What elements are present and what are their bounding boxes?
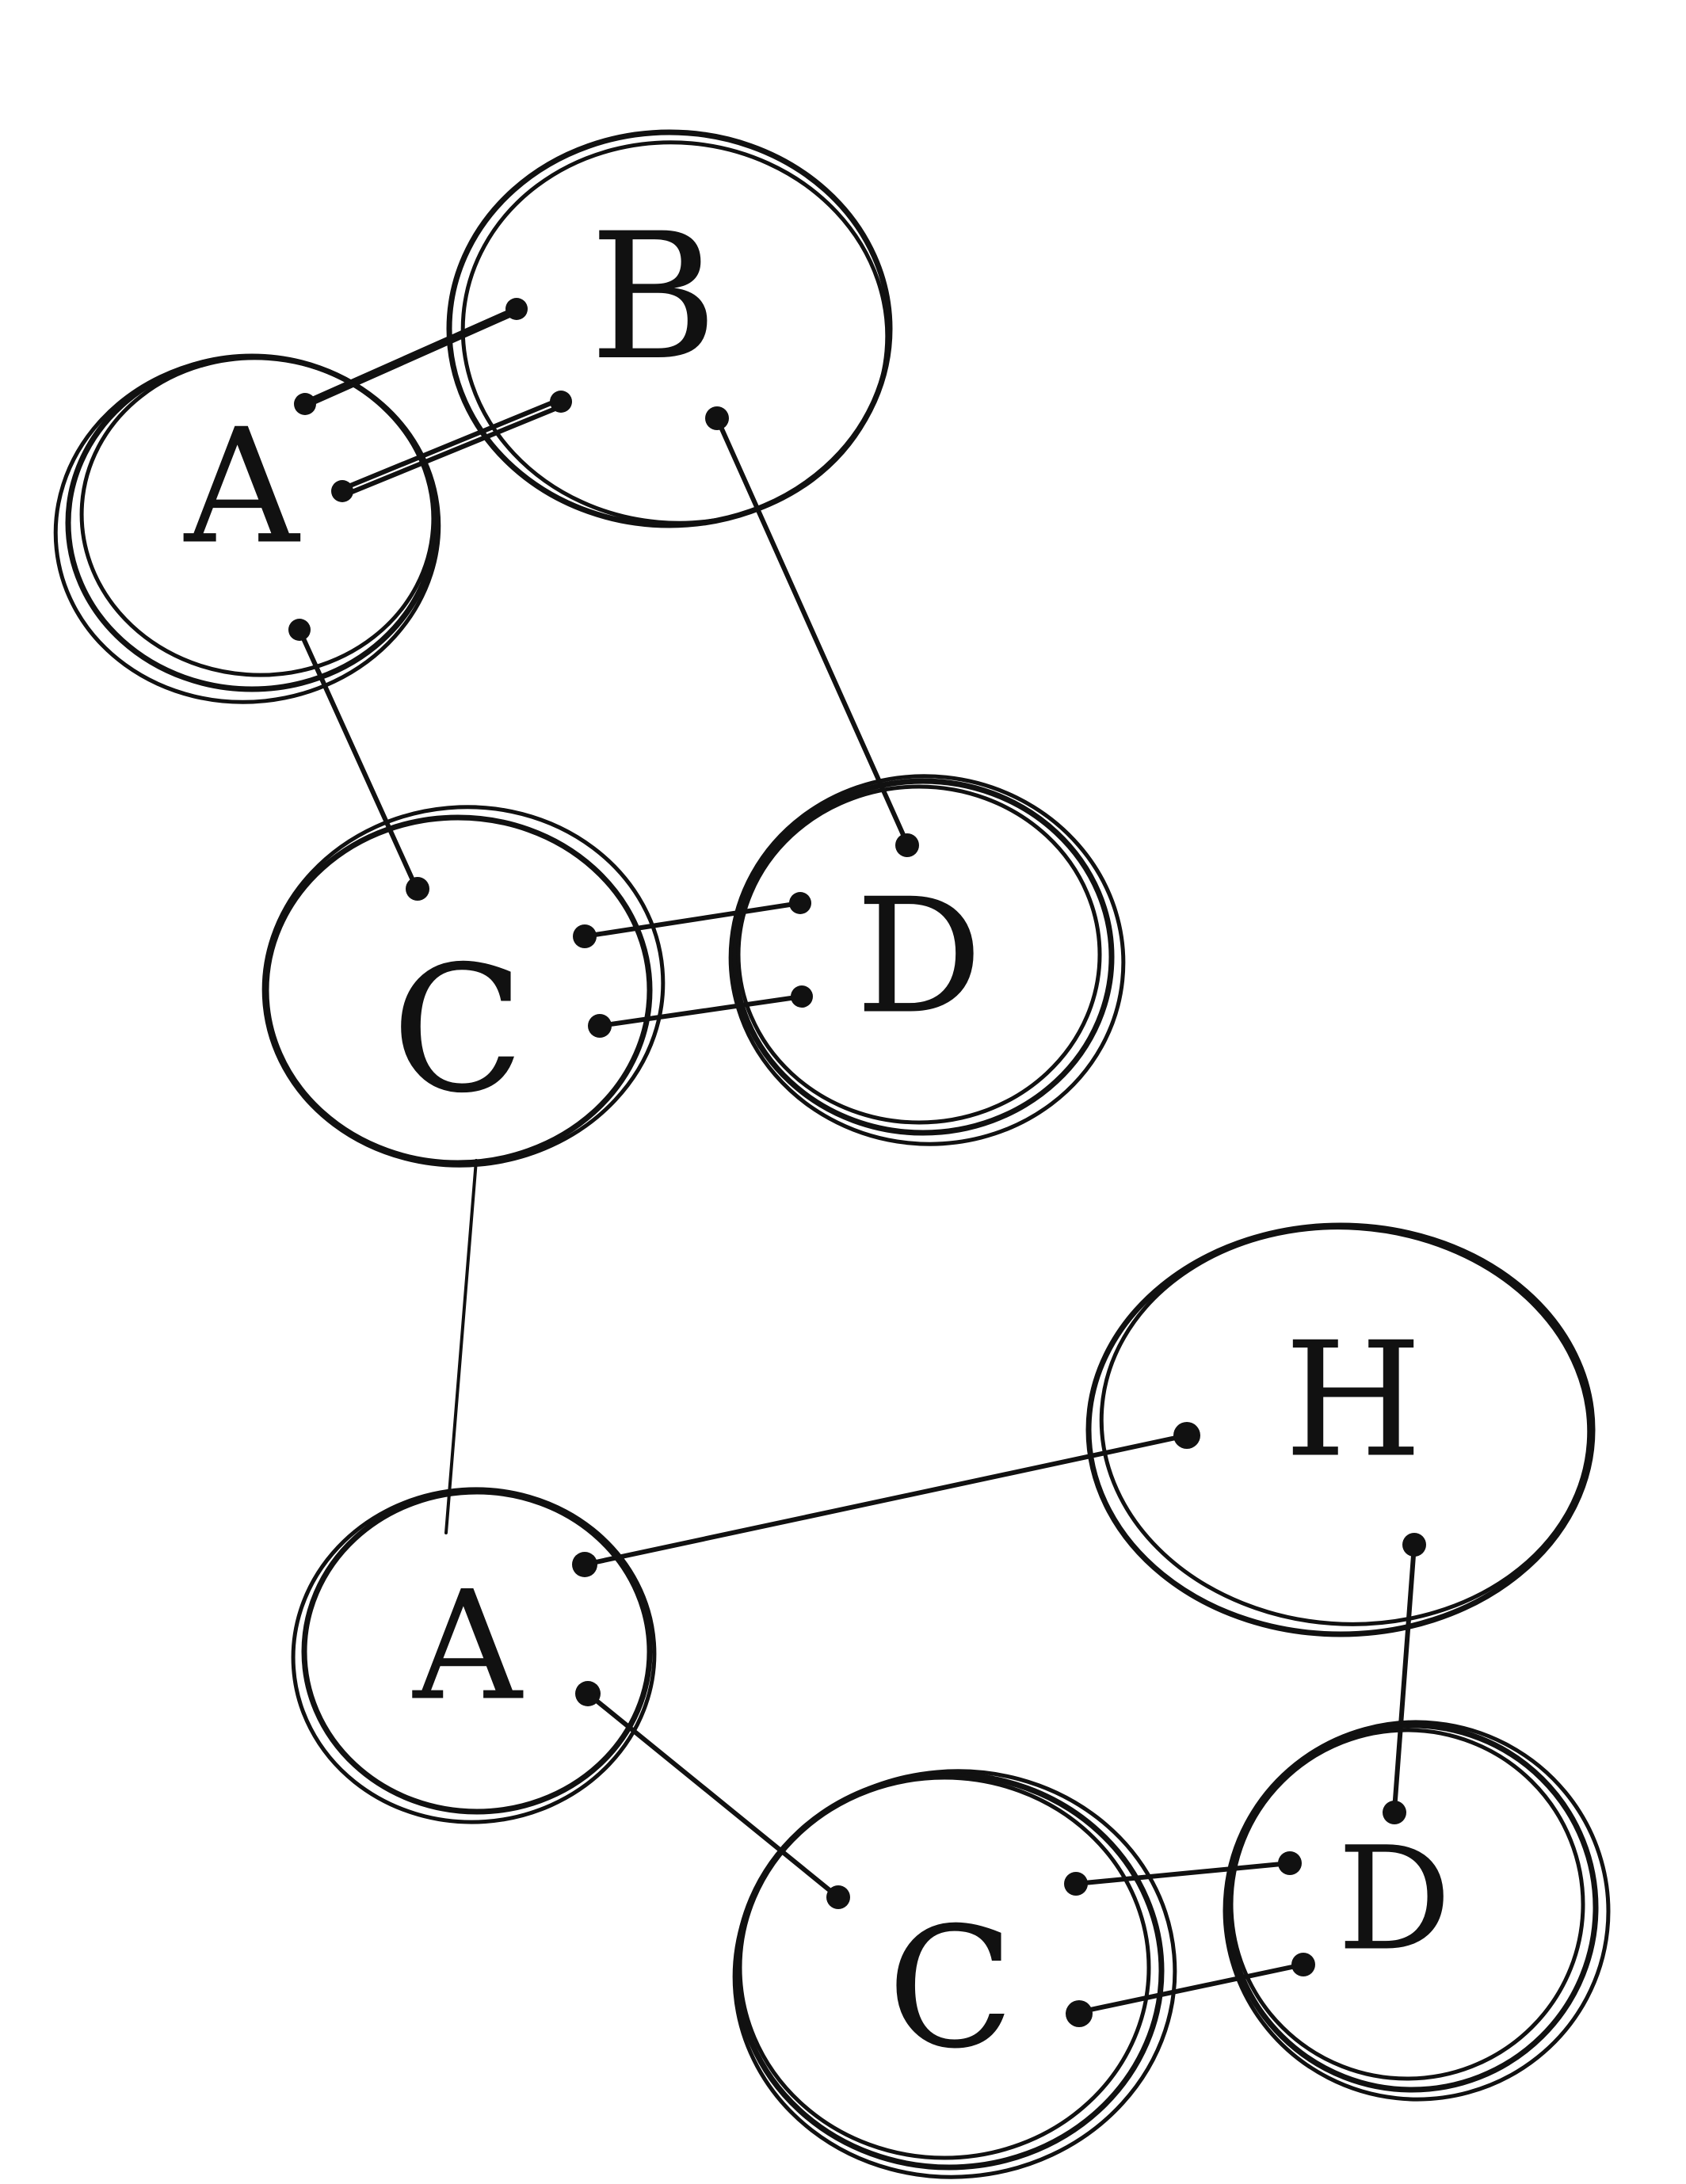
edge-a1-c1 bbox=[288, 619, 429, 901]
edges bbox=[288, 298, 1426, 2027]
node-d-top: D bbox=[728, 774, 1126, 1146]
node-label: A bbox=[411, 1559, 524, 1734]
edge-a1-b-2 bbox=[331, 391, 572, 502]
edge-c2-d2-1 bbox=[1064, 1851, 1302, 1896]
node-label: C bbox=[887, 1892, 1015, 2086]
edge-a2-c2 bbox=[575, 1681, 850, 1909]
edge-a1-b-1 bbox=[294, 298, 528, 415]
edge-c1-d1-1 bbox=[573, 892, 811, 948]
node-label: B bbox=[589, 196, 718, 398]
edge-c1-d1-2 bbox=[588, 985, 813, 1038]
node-label: D bbox=[1337, 1817, 1451, 1983]
nodes: A B C D A H bbox=[53, 129, 1611, 2179]
node-label: D bbox=[856, 865, 982, 1050]
node-c-bottom: C bbox=[732, 1769, 1177, 2179]
edge-h-d2 bbox=[1383, 1533, 1426, 1824]
node-h: H bbox=[1085, 1222, 1596, 1637]
edge-b-d1 bbox=[705, 406, 919, 857]
node-a-top: A bbox=[53, 353, 441, 704]
node-c-top: C bbox=[261, 805, 666, 1168]
node-b: B bbox=[446, 129, 893, 528]
node-label: A bbox=[183, 395, 301, 580]
node-label: H bbox=[1284, 1309, 1422, 1493]
edge-a2-h bbox=[572, 1422, 1200, 1577]
node-label: C bbox=[391, 928, 524, 1131]
node-d-bottom: D bbox=[1223, 1720, 1611, 2102]
edge-c1-a2 bbox=[444, 1159, 478, 1534]
node-a-bottom: A bbox=[291, 1487, 657, 1824]
edge-c2-d2-2 bbox=[1066, 1953, 1315, 2027]
